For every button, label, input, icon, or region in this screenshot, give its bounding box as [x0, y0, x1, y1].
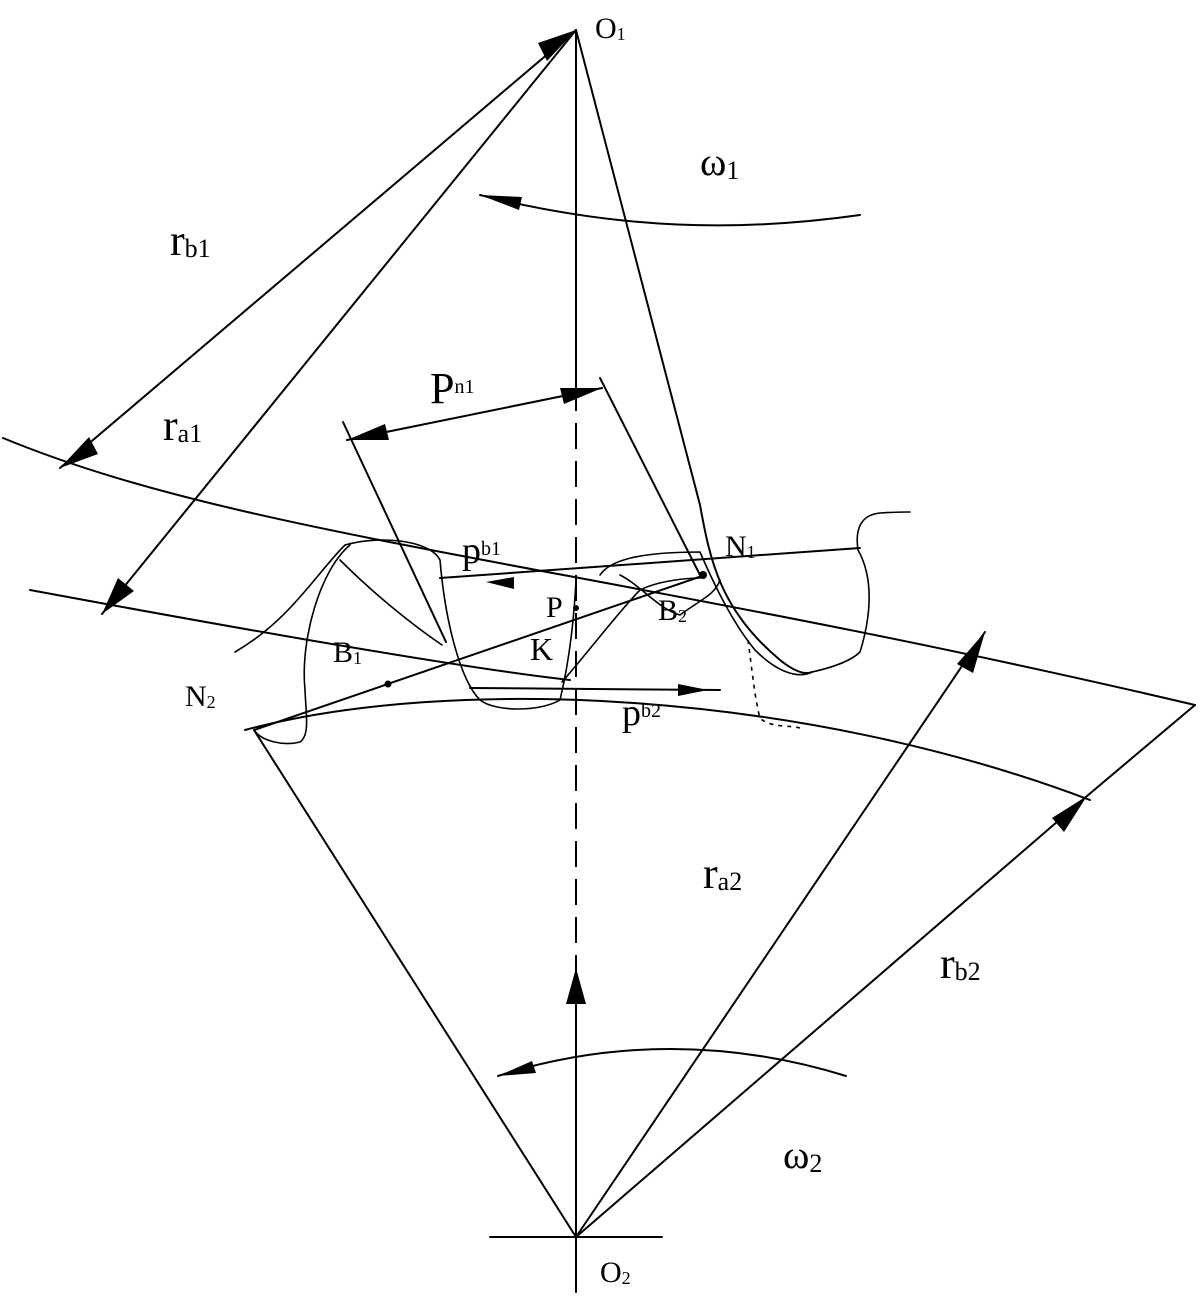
- arrowhead-o2-up: [566, 968, 586, 1004]
- label-b2: B2: [658, 594, 687, 627]
- arrowhead-rb1-end: [60, 437, 98, 468]
- o2-to-n2-line: [253, 729, 577, 1238]
- tooth-profile-left: [234, 539, 577, 710]
- label-p: P: [546, 591, 563, 624]
- label-omega2: ω2: [783, 1132, 822, 1178]
- rb2-radius-line: [575, 795, 1088, 1238]
- o1-to-n1-line: [575, 29, 813, 675]
- arrowhead-ra1-end: [102, 578, 134, 614]
- label-ra1: ra1: [163, 401, 202, 450]
- tooth-profile-left-lower: [253, 544, 351, 745]
- label-k: K: [530, 631, 553, 667]
- gear2-arc-end-line: [1086, 704, 1196, 797]
- label-n1: N1: [725, 530, 756, 563]
- label-ra2: ra2: [703, 849, 742, 898]
- pb1-pitch-line: [439, 547, 861, 579]
- rb1-radius-line: [59, 29, 577, 469]
- point-b1: [384, 680, 392, 688]
- ra2-radius-line: [575, 631, 986, 1238]
- arrowhead-o1-rb1: [538, 30, 576, 61]
- omega1-rotation-arc: [479, 194, 861, 227]
- label-o1: O1: [595, 12, 626, 45]
- tooth-profile-left-flank: [339, 559, 443, 646]
- label-pn1: Pn1: [430, 364, 474, 413]
- tooth-profile-right-inner: [619, 574, 721, 616]
- arrowhead-ra2-end: [957, 632, 985, 673]
- arrowhead-pb2: [678, 684, 708, 696]
- arrowhead-omega1: [480, 195, 522, 210]
- pn1-dimension-line: [346, 387, 603, 441]
- arrowhead-pb1: [486, 577, 514, 589]
- arrowhead-pn1-left: [347, 424, 389, 440]
- arrowhead-omega2: [498, 1061, 536, 1076]
- tooth-profile-right-dotted: [747, 639, 801, 729]
- arrowhead-pn1-right: [560, 388, 602, 404]
- label-n2: N2: [185, 680, 216, 713]
- label-rb2: rb2: [940, 939, 981, 988]
- label-b1: B1: [333, 636, 362, 669]
- label-pb1: pb1: [462, 530, 501, 572]
- label-omega1: ω1: [700, 139, 739, 185]
- label-pb2: pb2: [622, 692, 661, 734]
- label-o2: O2: [600, 1256, 631, 1289]
- label-rb1: rb1: [170, 216, 211, 265]
- point-n1: [699, 571, 707, 579]
- pn1-left-extension: [342, 421, 447, 643]
- ra1-radius-line: [101, 29, 577, 615]
- tooth-profile-right: [599, 511, 911, 676]
- tooth-profile-center: [561, 577, 701, 683]
- point-p: [573, 605, 579, 611]
- gear1-base-arc: [29, 589, 571, 681]
- gear1-addendum-arc: [2, 437, 1196, 706]
- omega2-rotation-arc: [497, 1048, 847, 1077]
- arrowhead-rb2-end: [1052, 796, 1087, 832]
- gear2-arc: [244, 697, 1091, 801]
- pn1-right-extension: [599, 377, 701, 576]
